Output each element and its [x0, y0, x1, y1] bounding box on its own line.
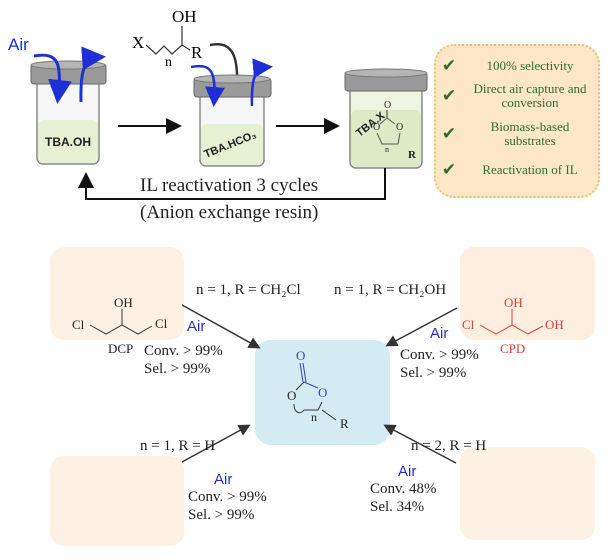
selectivity: Sel. 34% — [370, 499, 425, 515]
svg-text:OH: OH — [545, 317, 564, 332]
bottom-scheme: Cl OH Cl DCP Cl OH OH CPD Br OH Br Cl O — [72, 295, 564, 464]
air-in-arrow — [33, 53, 72, 104]
result-dcp: Conv. > 99% Sel. > 99% — [144, 342, 223, 378]
svg-text:O: O — [384, 100, 391, 111]
substrate-name: DCP — [108, 341, 133, 356]
svg-text:OH: OH — [504, 295, 523, 310]
recycle-caption-line2: (Anion exchange resin) — [140, 202, 319, 223]
condition-bromoethanol: n = 1, R = H — [140, 438, 216, 454]
general-substrate: X OH R n — [132, 7, 203, 70]
svg-text:OH: OH — [172, 7, 197, 26]
check-icon: ✔ — [441, 160, 457, 180]
reaction-arrow-cpd — [385, 307, 458, 347]
air-out-arrow — [79, 46, 106, 103]
reaction-arrow-bromoethanol — [181, 424, 251, 463]
features-box: ✔ 100% selectivity ✔ Direct air capture … — [434, 44, 600, 198]
result-bromochloropropane: Conv. 48% Sel. 34% — [370, 480, 437, 516]
substrate-box-bromoethanol — [50, 456, 184, 546]
air-label-cpd: Air — [430, 325, 449, 342]
svg-text:n: n — [165, 55, 172, 70]
svg-text:n: n — [385, 145, 389, 154]
condition-bromochloropropane: n = 2, R = H — [411, 438, 487, 454]
dcp-structure: Cl OH Cl DCP — [72, 295, 168, 356]
feature-item: ✔ Direct air capture and conversion — [436, 82, 598, 110]
check-icon: ✔ — [441, 86, 457, 106]
condition-cpd: n = 1, R = CH₂OH — [334, 282, 447, 298]
svg-text:Cl: Cl — [72, 317, 85, 332]
feature-item: ✔ 100% selectivity — [436, 56, 598, 76]
svg-text:OH: OH — [114, 295, 133, 310]
air-label-dcp: Air — [187, 318, 206, 335]
jar1-label: TBA.OH — [45, 135, 91, 149]
feature-item: ✔ Biomass-based substrates — [436, 120, 598, 148]
substrate-box-dcp — [50, 247, 184, 340]
feature-item: ✔ Reactivation of IL — [436, 160, 598, 180]
recycle-caption-line1: IL reactivation 3 cycles — [140, 175, 319, 196]
result-bromoethanol: Conv. > 99% Sel. > 99% — [188, 488, 267, 524]
reaction-arrow-bromochloropropane — [383, 424, 457, 464]
selectivity: Sel. > 99% — [144, 361, 211, 377]
product-structure: O O O n R — [287, 348, 349, 431]
svg-text:O: O — [287, 388, 296, 403]
svg-text:X: X — [132, 33, 144, 52]
substrate-name: CPD — [500, 341, 525, 356]
cpd-structure: Cl OH OH CPD — [462, 295, 564, 356]
top-scheme: TBA.OH Air X OH R n TBA.HCO₃ TBA.X O O — [8, 7, 428, 200]
svg-text:O: O — [318, 385, 327, 400]
condition-dcp: n = 1, R = CH₂Cl — [196, 282, 301, 298]
conversion: Conv. > 99% — [188, 489, 267, 505]
air-in-arrow-2 — [190, 64, 225, 107]
check-icon: ✔ — [441, 124, 457, 144]
svg-text:R: R — [191, 43, 203, 62]
substrate-box-bromochloropropane — [460, 447, 595, 540]
svg-text:R: R — [340, 416, 349, 431]
svg-text:n: n — [311, 410, 317, 424]
svg-text:O: O — [296, 348, 305, 363]
air-label-bromoethanol: Air — [214, 471, 233, 488]
conversion: Conv. > 99% — [400, 347, 479, 363]
svg-text:Cl: Cl — [155, 316, 168, 331]
jar3-carbonate: O O O n R — [373, 100, 417, 161]
air-out-arrow-2 — [250, 58, 273, 107]
conversion: Conv. 48% — [370, 481, 437, 497]
svg-text:Cl: Cl — [462, 317, 475, 332]
jar-tba-x — [344, 68, 428, 169]
svg-text:R: R — [408, 149, 417, 161]
svg-text:O: O — [373, 122, 380, 133]
check-icon: ✔ — [441, 56, 457, 76]
svg-text:O: O — [396, 122, 403, 133]
reaction-arrow-dcp — [181, 304, 261, 349]
selectivity: Sel. > 99% — [400, 365, 467, 381]
product-box — [255, 340, 390, 445]
result-cpd: Conv. > 99% Sel. > 99% — [400, 346, 479, 382]
recycle-arrow — [78, 168, 386, 200]
substrate-box-cpd — [460, 247, 595, 340]
conversion: Conv. > 99% — [144, 343, 223, 359]
air-label: Air — [8, 35, 29, 54]
air-label-bromochloropropane: Air — [398, 463, 417, 480]
selectivity: Sel. > 99% — [188, 507, 255, 523]
